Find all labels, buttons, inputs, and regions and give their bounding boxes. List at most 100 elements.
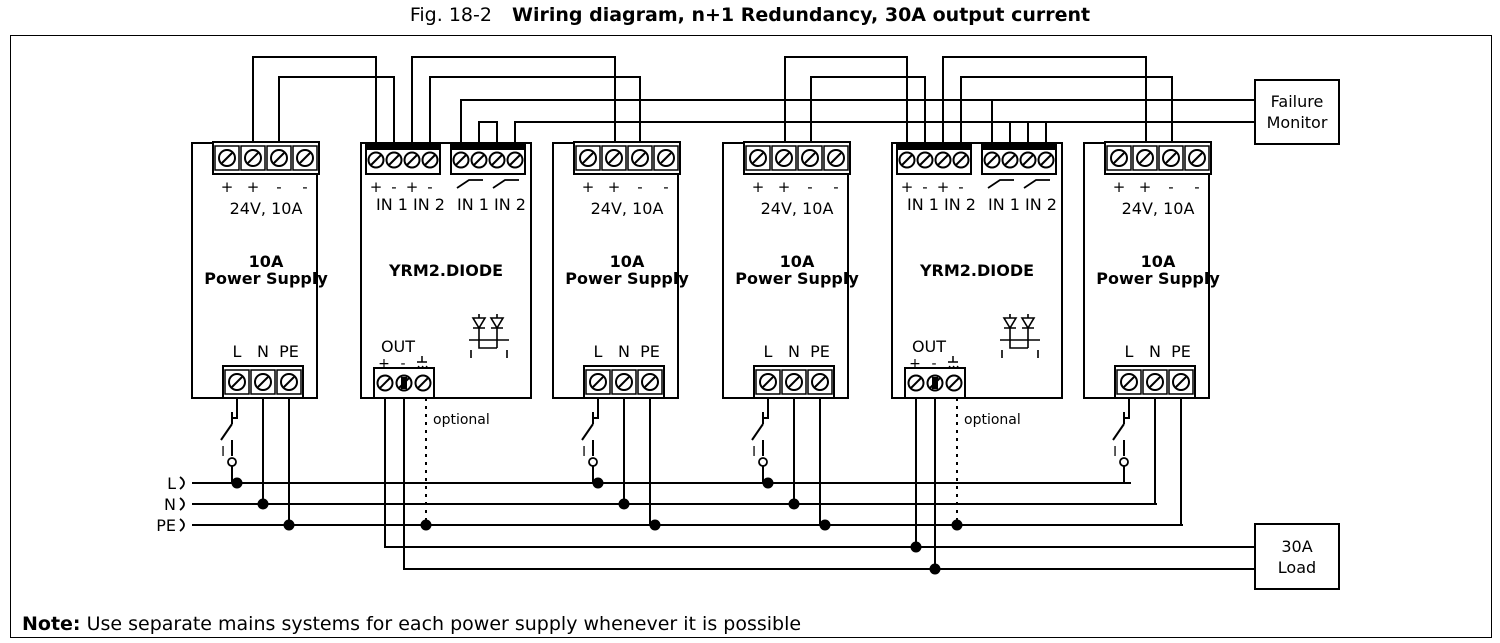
ps-plus-label: + (1113, 178, 1126, 196)
load-line2: Load (1278, 558, 1316, 577)
wire-ps4-minus-to-in2 (960, 76, 1173, 143)
diode-symbol (469, 314, 509, 358)
diode-symbol (1000, 314, 1040, 358)
ps-name-line2: Power Supply (735, 269, 859, 288)
screw-slot (283, 376, 295, 388)
dm-minus-label: - (958, 178, 963, 196)
dm-plus-label: + (370, 178, 383, 196)
relay-contact-symbol (492, 179, 519, 189)
load-box (1254, 523, 1340, 590)
dm-minus-label: - (922, 178, 927, 196)
switch-lever (581, 423, 594, 441)
screw-slot (830, 152, 842, 164)
note-label: Note: (22, 613, 81, 635)
screw-slot (582, 152, 594, 164)
ps-plus-label: + (582, 178, 595, 196)
switch-mark: I (582, 445, 586, 460)
screw-slot (417, 377, 429, 389)
mains-label: L (167, 474, 176, 493)
ps-minus-label: - (1168, 178, 1173, 196)
ps-name-line2: Power Supply (565, 269, 689, 288)
dm-monitor-in2-label: IN 2 (1025, 195, 1057, 214)
mains-label: PE (156, 516, 176, 535)
wire-ps3-plus-to-in1 (784, 56, 908, 143)
mains-label: N (164, 495, 176, 514)
note: Note: Use separate mains systems for eac… (22, 613, 801, 635)
junction-dot (618, 498, 630, 510)
ps-output-rating: 24V, 10A (1122, 199, 1195, 218)
diode-module-1 (360, 142, 532, 399)
wire-ps1-plus-to-in1 (252, 56, 377, 143)
switch-lever (751, 423, 764, 441)
figure-caption: Wiring diagram, n+1 Redundancy, 30A outp… (512, 4, 1091, 26)
dm-out-minus-label: - (400, 356, 405, 372)
screw-slot (231, 376, 243, 388)
switch-contact-ring (758, 457, 768, 467)
wire-ps1-minus-to-in1 (278, 76, 395, 143)
junction-dot (951, 519, 963, 531)
screw-slot (1022, 154, 1034, 166)
dm-monitor-in1-label: IN 1 (457, 195, 489, 214)
junction-dot (257, 498, 269, 510)
screw-slot (948, 377, 960, 389)
relay-contact-symbol (987, 179, 1014, 189)
figure-number: Fig. 18-2 (409, 4, 492, 26)
terminal-strip (897, 144, 971, 150)
screw-slot (370, 154, 382, 166)
screw-slot (762, 376, 774, 388)
screw-slot (752, 152, 764, 164)
wire-monitor-1 (460, 99, 1255, 143)
ps-plus-label: + (1139, 178, 1152, 196)
mains-arrow (179, 476, 185, 490)
wires (192, 56, 1255, 575)
ps-L-label: L (1125, 342, 1134, 361)
screw-slot (644, 376, 656, 388)
junction-dot (788, 498, 800, 510)
ps-minus-label: - (302, 178, 307, 196)
screw-slot (634, 152, 646, 164)
dm-in1-label: IN 1 (376, 195, 408, 214)
switch-wire (1124, 398, 1130, 419)
dm-optional-label: optional (433, 412, 490, 428)
switch-mark: I (221, 445, 225, 460)
dm-in1-label: IN 1 (907, 195, 939, 214)
dm-monitor-in2-label: IN 2 (494, 195, 526, 214)
load-plus-wire (384, 398, 1255, 548)
terminal-strip (982, 144, 1056, 150)
junction-dot (283, 519, 295, 531)
diode-symbol (1002, 314, 1028, 349)
ps-name-line2: Power Supply (204, 269, 328, 288)
switch-lever (220, 423, 233, 441)
dm-out-label: OUT (381, 337, 415, 356)
screw-slot (1123, 376, 1135, 388)
diode-module-2 (891, 142, 1063, 399)
dm-name: YRM2.DIODE (388, 261, 503, 280)
screw-slot (804, 152, 816, 164)
ps-minus-label: - (637, 178, 642, 196)
screw-slot (491, 154, 503, 166)
diagram-frame (10, 35, 1492, 638)
screw-slot (814, 376, 826, 388)
ps-PE-label: PE (1171, 342, 1191, 361)
switch-wire (593, 398, 599, 419)
ps-name-line2: Power Supply (1096, 269, 1220, 288)
switch-wire (763, 398, 769, 419)
figure-title: Fig. 18-2 Wiring diagram, n+1 Redundancy… (0, 4, 1500, 26)
modules (191, 141, 1212, 399)
failure-monitor-box (1254, 79, 1340, 145)
screw-slot (1004, 154, 1016, 166)
ps-L-label: L (233, 342, 242, 361)
wire-ps4-plus-to-in2 (942, 56, 1147, 143)
junction-dot (929, 563, 941, 575)
screw-slot (1149, 376, 1161, 388)
junction-dot (762, 477, 774, 489)
power-supply-2 (552, 142, 679, 399)
relay-contact-symbol (1023, 179, 1050, 189)
ps-output-rating: 24V, 10A (230, 199, 303, 218)
terminal-strip (366, 144, 440, 150)
ps-output-rating: 24V, 10A (761, 199, 834, 218)
screw-slot (901, 154, 913, 166)
ps-N-label: N (788, 342, 800, 361)
ps-N-label: N (1149, 342, 1161, 361)
